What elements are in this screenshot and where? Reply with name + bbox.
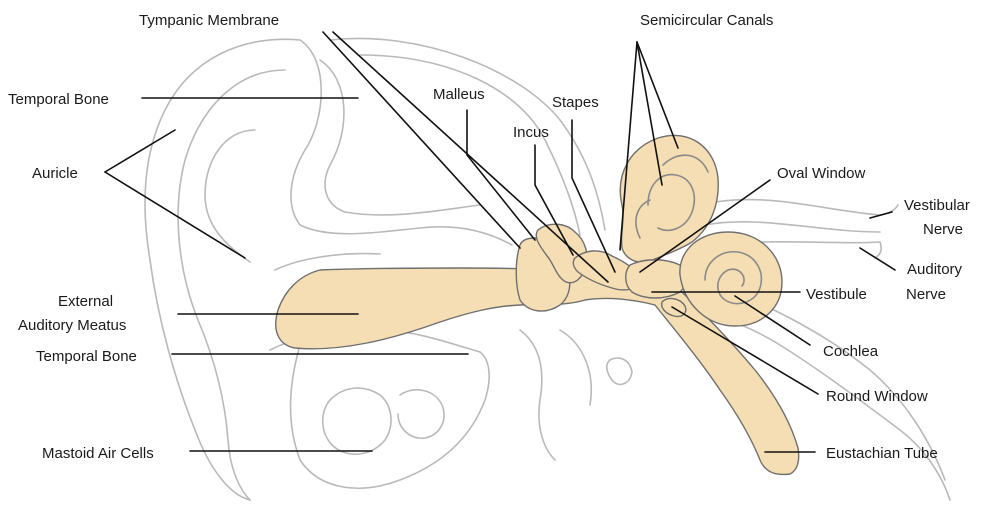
canal-upper-wall <box>275 254 380 270</box>
leader-tympanic-membrane <box>323 32 520 248</box>
mastoid-cells <box>323 388 391 454</box>
label-temporal-bone-top: Temporal Bone <box>8 91 109 108</box>
auricle-inner-fold <box>178 70 285 500</box>
label-oval-window: Oval Window <box>777 165 866 182</box>
label-tympanic-membrane: Tympanic Membrane <box>139 12 279 29</box>
jaw-outline-2 <box>560 330 591 405</box>
label-auditory-nerve-line1: Auditory <box>907 261 963 278</box>
nerve-upper-outline-2 <box>705 222 880 232</box>
auricle-helix-rim <box>205 130 255 262</box>
label-malleus: Malleus <box>433 86 485 103</box>
labels: Tympanic Membrane Semicircular Canals Te… <box>8 12 970 462</box>
leader-auricle-upper <box>105 130 175 172</box>
label-stapes: Stapes <box>552 94 599 111</box>
label-eustachian-tube: Eustachian Tube <box>826 445 938 462</box>
label-cochlea: Cochlea <box>823 343 879 360</box>
anatomy-structures <box>276 135 799 474</box>
mastoid-cells-2 <box>398 390 444 438</box>
label-incus: Incus <box>513 124 549 141</box>
skull-upper-contour-2 <box>320 60 480 215</box>
label-auricle: Auricle <box>32 165 78 182</box>
mastoid-region <box>291 345 490 488</box>
label-external-meatus-line2: Auditory Meatus <box>18 317 126 334</box>
leader-auditory-nerve <box>860 248 895 270</box>
leader-semicircular-3 <box>637 42 678 148</box>
leader-auricle-lower <box>105 172 245 258</box>
label-external-meatus-line1: External <box>58 293 113 310</box>
label-round-window: Round Window <box>826 388 928 405</box>
jaw-outline <box>520 330 555 460</box>
label-vestibule: Vestibule <box>806 286 867 303</box>
styloid-process <box>607 358 632 384</box>
label-vestibular-nerve-line1: Vestibular <box>904 197 970 214</box>
nerve-upper-outline <box>700 200 898 215</box>
label-temporal-bone-bottom: Temporal Bone <box>36 348 137 365</box>
label-auditory-nerve-line2: Nerve <box>906 286 946 303</box>
label-semicircular-canals: Semicircular Canals <box>640 12 773 29</box>
label-mastoid-air-cells: Mastoid Air Cells <box>42 445 154 462</box>
label-vestibular-nerve-line2: Nerve <box>923 221 963 238</box>
